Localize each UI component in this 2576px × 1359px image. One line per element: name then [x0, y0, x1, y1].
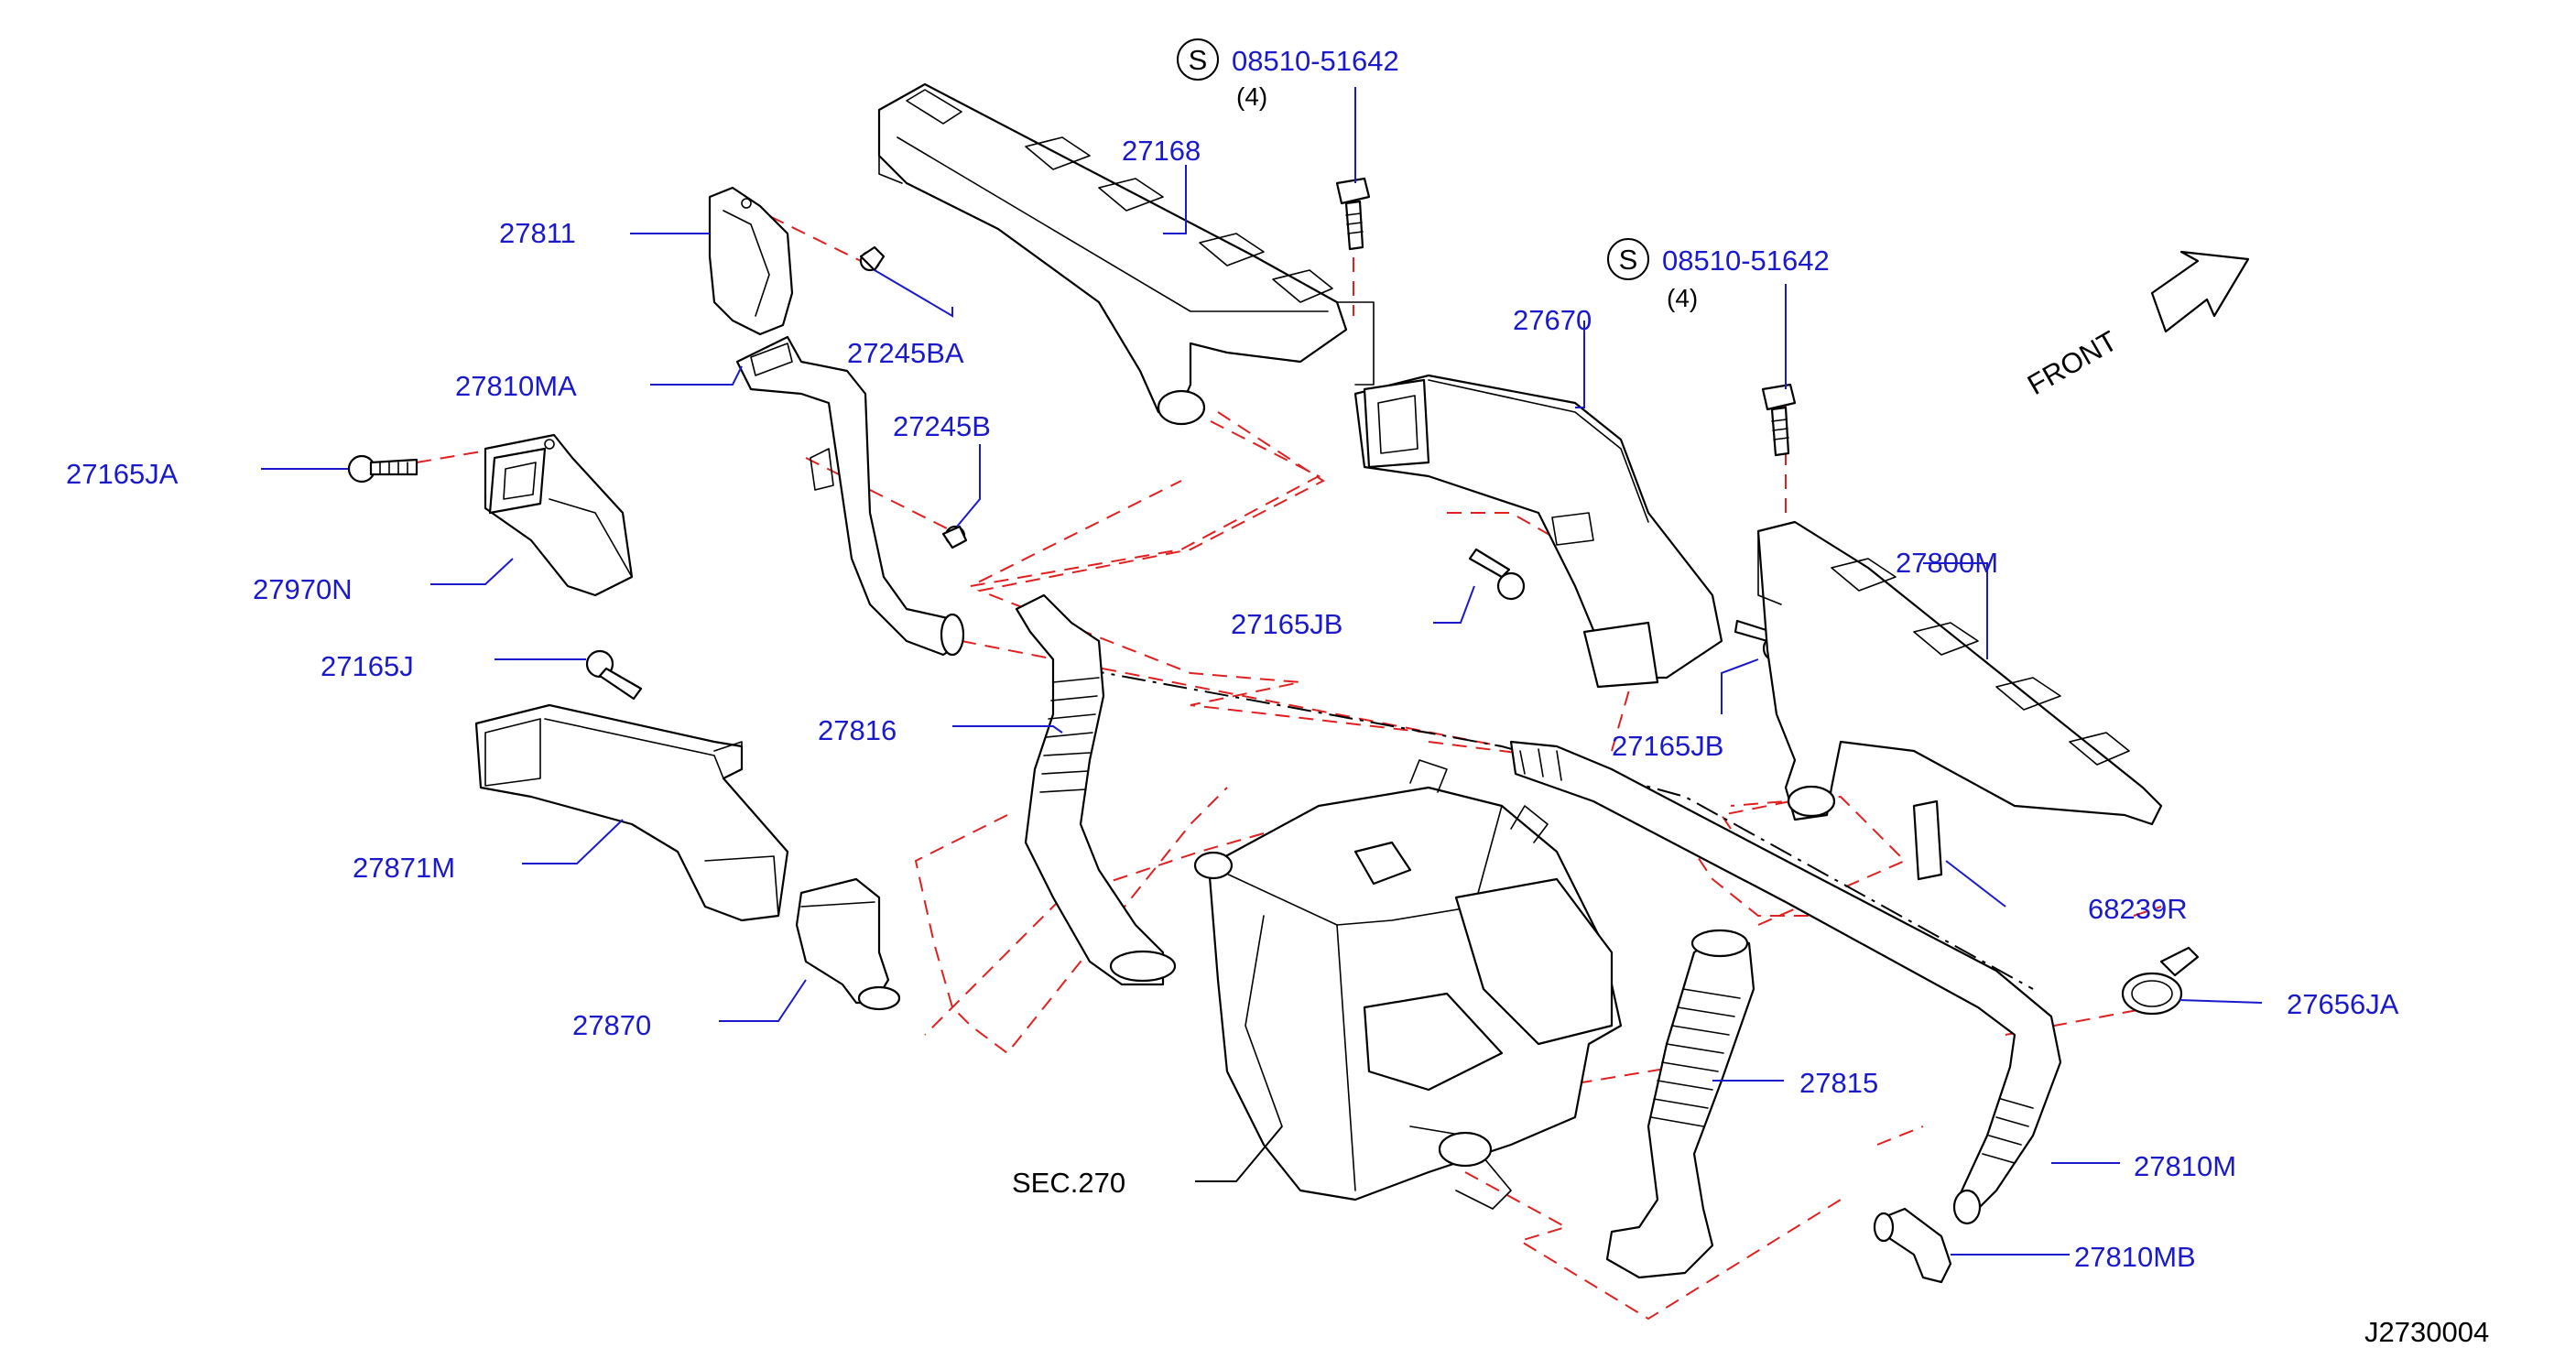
part-27870-elbow [795, 877, 901, 1011]
bolt-callout-number: 08510-51642 [1662, 245, 1830, 277]
front-label: FRONT [2022, 324, 2123, 401]
leader-lines [261, 87, 2263, 1256]
part-27970N-duct [484, 433, 634, 597]
label-27245B: 27245B [893, 410, 991, 442]
part-27245BA-clip [859, 245, 886, 272]
bolt-callout-2: S 08510-51642 (4) [1607, 238, 1830, 312]
label-68239R: 68239R [2088, 893, 2188, 925]
label-27815: 27815 [1799, 1067, 1878, 1099]
part-27871M-duct [474, 703, 789, 922]
bolt-callout-symbol: S [1619, 244, 1638, 276]
label-27165JB-a: 27165JB [1231, 608, 1342, 640]
part-27810M-hose [1509, 740, 2062, 1225]
bolt-callout-1: S 08510-51642 (4) [1177, 38, 1399, 111]
part-27165JB-screw-a [1468, 548, 1526, 601]
bolt-callout-number: 08510-51642 [1232, 45, 1399, 77]
part-27165JA-screw [347, 454, 418, 484]
part-27656JA-clamp [2121, 946, 2200, 1016]
label-27656JA: 27656JA [2287, 988, 2399, 1020]
bolt-callout-qty: (4) [1236, 82, 1267, 111]
section-reference: SEC.270 [1012, 1167, 1125, 1199]
label-27670: 27670 [1513, 304, 1592, 336]
diagram-code: J2730004 [2364, 1316, 2489, 1348]
label-27970N: 27970N [253, 573, 353, 605]
s-symbol-icon [1177, 38, 1219, 81]
bolt-callout-symbol: S [1189, 44, 1208, 76]
label-27165JA: 27165JA [66, 458, 179, 490]
label-27811: 27811 [499, 217, 576, 249]
part-sec270-heater-unit [1193, 759, 1623, 1210]
leader-sec270 [1195, 1125, 1283, 1182]
part-27816-hose [1015, 593, 1177, 986]
label-27165JB-b: 27165JB [1612, 730, 1723, 762]
part-27165J-screw [585, 649, 643, 701]
bolt-callout-qty: (4) [1667, 284, 1698, 312]
part-68239R-label [1912, 799, 1943, 881]
label-27810M: 27810M [2134, 1150, 2236, 1182]
label-27810MA: 27810MA [455, 370, 577, 402]
s-symbol-icon [1607, 238, 1649, 280]
part-27811-bracket [708, 186, 794, 336]
label-27165J: 27165J [321, 650, 414, 682]
label-27871M: 27871M [353, 852, 455, 884]
front-arrow-icon [2150, 250, 2250, 333]
part-27815-hose [1605, 929, 1755, 1279]
part-bolt-08510-51642-a [1335, 177, 1371, 251]
label-27800M: 27800M [1896, 547, 1998, 579]
part-bolt-08510-51642-b [1761, 383, 1797, 457]
label-27870: 27870 [572, 1009, 651, 1041]
part-27810MA-tube [735, 335, 965, 657]
label-27168: 27168 [1122, 135, 1201, 167]
part-27800M-duct [1756, 520, 2163, 826]
label-27245BA: 27245BA [847, 337, 964, 369]
label-27816: 27816 [818, 714, 897, 746]
label-27810MB: 27810MB [2074, 1241, 2196, 1273]
part-27670-duct [1353, 374, 1723, 689]
part-27245B-clip [941, 525, 968, 549]
part-27168-duct [877, 82, 1375, 426]
part-27810MB-elbow [1873, 1207, 1952, 1284]
